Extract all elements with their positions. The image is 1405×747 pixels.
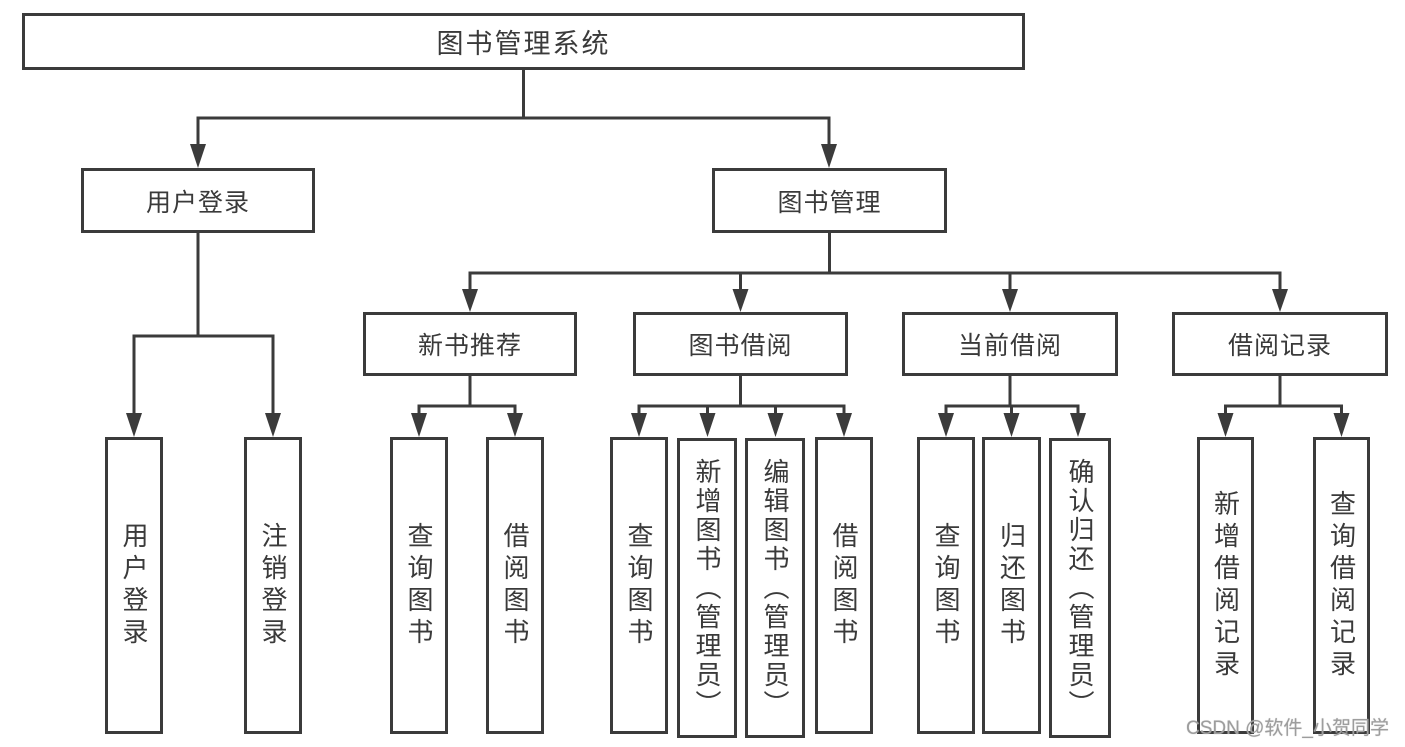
node-confirm-return-admin: 确认归还（管理员） — [1049, 438, 1111, 738]
node-return-books: 归还图书 — [982, 437, 1041, 734]
arrowhead-icons — [126, 144, 1350, 437]
leaf-label: 确认归还（管理员） — [1065, 457, 1095, 719]
leaf-label: 新增图书（管理员） — [692, 457, 722, 719]
node-logout-action: 注销登录 — [244, 437, 302, 734]
node-library-management-system: 图书管理系统 — [22, 13, 1025, 70]
node-query-borrow-record: 查询借阅记录 — [1313, 437, 1370, 734]
leaf-label: 查询图书 — [624, 521, 654, 650]
node-edit-books-admin: 编辑图书（管理员） — [745, 438, 805, 738]
leaf-label: 新增借阅记录 — [1210, 489, 1241, 682]
node-user-login: 用户登录 — [81, 168, 315, 233]
node-query-books-current: 查询图书 — [917, 437, 975, 734]
leaf-label: 归还图书 — [996, 521, 1027, 650]
node-query-books-borrow: 查询图书 — [610, 437, 668, 734]
node-borrow-books-recommend: 借阅图书 — [486, 437, 544, 734]
leaf-label: 注销登录 — [258, 521, 288, 650]
node-book-borrow: 图书借阅 — [633, 312, 848, 376]
node-user-login-action: 用户登录 — [105, 437, 163, 734]
node-borrow-records: 借阅记录 — [1172, 312, 1388, 376]
leaf-label: 用户登录 — [119, 521, 149, 650]
node-current-borrow: 当前借阅 — [902, 312, 1118, 376]
node-add-books-admin: 新增图书（管理员） — [677, 438, 737, 738]
leaf-label: 查询图书 — [404, 521, 434, 650]
leaf-label: 查询借阅记录 — [1326, 489, 1357, 682]
node-new-book-recommend: 新书推荐 — [363, 312, 577, 376]
node-query-books-recommend: 查询图书 — [390, 437, 448, 734]
leaf-label: 借阅图书 — [829, 521, 859, 650]
leaf-label: 借阅图书 — [500, 521, 530, 650]
leaf-label: 查询图书 — [931, 521, 961, 650]
leaf-label: 编辑图书（管理员） — [760, 457, 790, 719]
node-add-borrow-record: 新增借阅记录 — [1197, 437, 1254, 734]
csdn-watermark: CSDN @软件_小贺同学 — [1186, 718, 1389, 739]
node-borrow-books: 借阅图书 — [815, 437, 873, 734]
node-book-management: 图书管理 — [712, 168, 947, 233]
